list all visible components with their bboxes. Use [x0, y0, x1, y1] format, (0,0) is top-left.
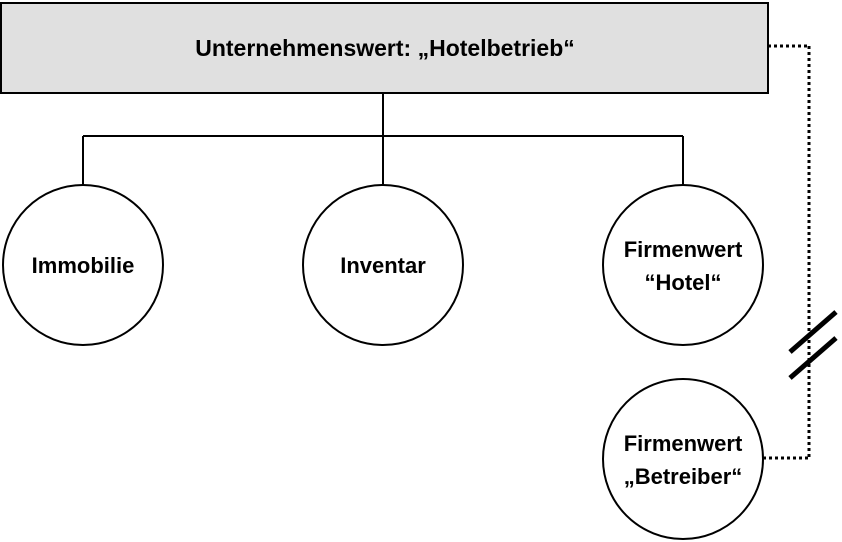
root-box	[0, 2, 769, 94]
node-label: Inventar	[340, 253, 426, 278]
node-label: Immobilie	[32, 253, 135, 278]
dotted-link	[763, 44, 811, 460]
node-label-line-2: „Betreiber“	[624, 464, 743, 489]
tree-connectors	[82, 93, 684, 185]
node-label-line-2: “Hotel“	[645, 270, 722, 295]
root-label: Unternehmenswert: „Hotelbetrieb“	[195, 35, 575, 61]
node-circle	[302, 184, 464, 346]
child-node-firmenwert-hotel: Firmenwert “Hotel“	[602, 184, 764, 346]
break-slash-upper	[788, 310, 838, 354]
detached-node-firmenwert-betreiber: Firmenwert „Betreiber“	[602, 378, 764, 540]
node-circle	[2, 184, 164, 346]
node-circle	[602, 378, 764, 540]
node-label-line-1: Firmenwert	[624, 431, 743, 456]
break-slash-lower	[788, 336, 838, 380]
break-mark	[788, 310, 838, 380]
child-node-immobilie: Immobilie	[2, 184, 164, 346]
root-node: Unternehmenswert: „Hotelbetrieb“	[0, 2, 769, 94]
node-label-line-1: Firmenwert	[624, 237, 743, 262]
child-node-inventar: Inventar	[302, 184, 464, 346]
node-circle	[602, 184, 764, 346]
